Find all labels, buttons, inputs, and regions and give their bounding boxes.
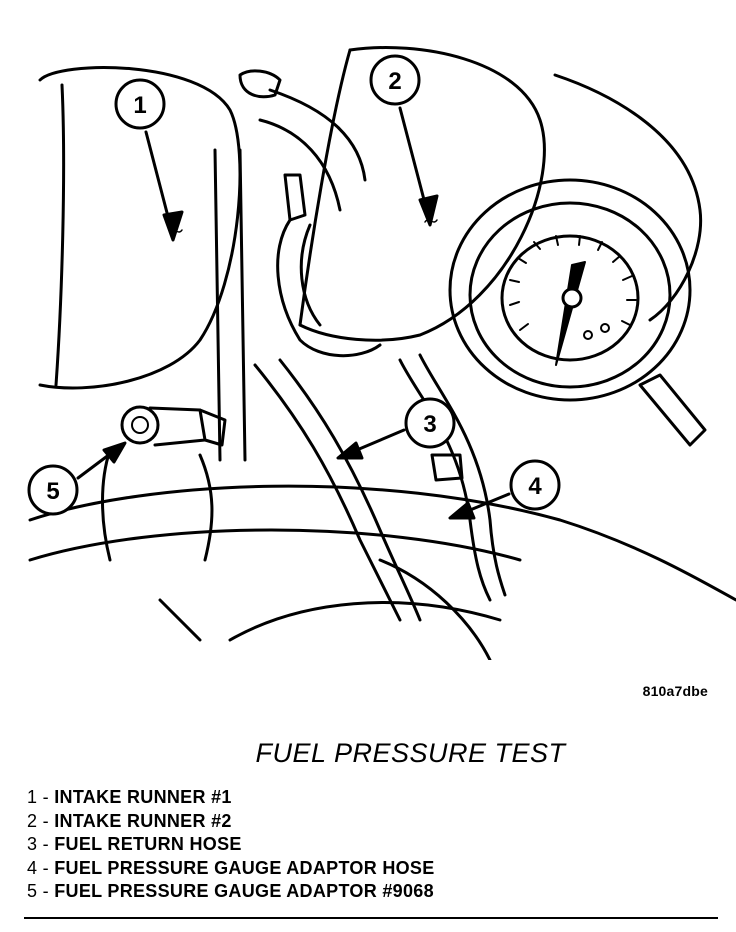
parts-legend: 1 - INTAKE RUNNER #1 2 - INTAKE RUNNER #… (27, 786, 435, 904)
legend-item-name: FUEL PRESSURE GAUGE ADAPTOR #9068 (54, 881, 434, 901)
callout-4-number: 4 (528, 473, 542, 500)
engine-illustration: 1 2 3 4 5 (27, 46, 736, 660)
callout-3-number: 3 (423, 411, 436, 438)
callout-2: 2 (369, 54, 439, 227)
legend-item-name: INTAKE RUNNER #1 (54, 787, 232, 807)
legend-item-number: 5 - (27, 881, 55, 901)
figure-title: FUEL PRESSURE TEST (255, 738, 566, 768)
legend-item: 3 - FUEL RETURN HOSE (27, 833, 435, 857)
legend-item: 4 - FUEL PRESSURE GAUGE ADAPTOR HOSE (27, 857, 435, 881)
pressure-gauge-shape (448, 178, 692, 402)
legend-item-number: 2 - (27, 810, 55, 831)
legend-item: 2 - INTAKE RUNNER #2 (27, 810, 435, 834)
bottom-divider (24, 917, 718, 919)
legend-item-name: INTAKE RUNNER #2 (54, 810, 232, 831)
legend-item-number: 4 - (27, 857, 55, 878)
legend-item-number: 1 - (27, 787, 55, 807)
gauge-adaptor-9068-shape (101, 405, 227, 562)
callout-4: 4 (448, 459, 561, 520)
intake-runner-2-shape (298, 46, 703, 342)
legend-item-name: FUEL PRESSURE GAUGE ADAPTOR HOSE (54, 857, 435, 878)
legend-item-number: 3 - (27, 834, 55, 854)
fuel-rail-shape (213, 69, 382, 462)
legend-item-name: FUEL RETURN HOSE (54, 834, 242, 854)
fuel-return-hose-shape (253, 358, 422, 622)
callout-3: 3 (336, 397, 456, 460)
figure-code: 810a7dbe (642, 683, 708, 699)
callout-5: 5 (27, 441, 127, 516)
callout-1-number: 1 (133, 92, 146, 119)
legend-item: 5 - FUEL PRESSURE GAUGE ADAPTOR #9068 (27, 880, 435, 904)
callout-5-number: 5 (46, 478, 59, 505)
legend-item: 1 - INTAKE RUNNER #1 (27, 786, 435, 810)
callout-1: 1 (114, 78, 184, 242)
callout-2-number: 2 (388, 68, 401, 95)
manifold-base-shape (28, 484, 736, 660)
